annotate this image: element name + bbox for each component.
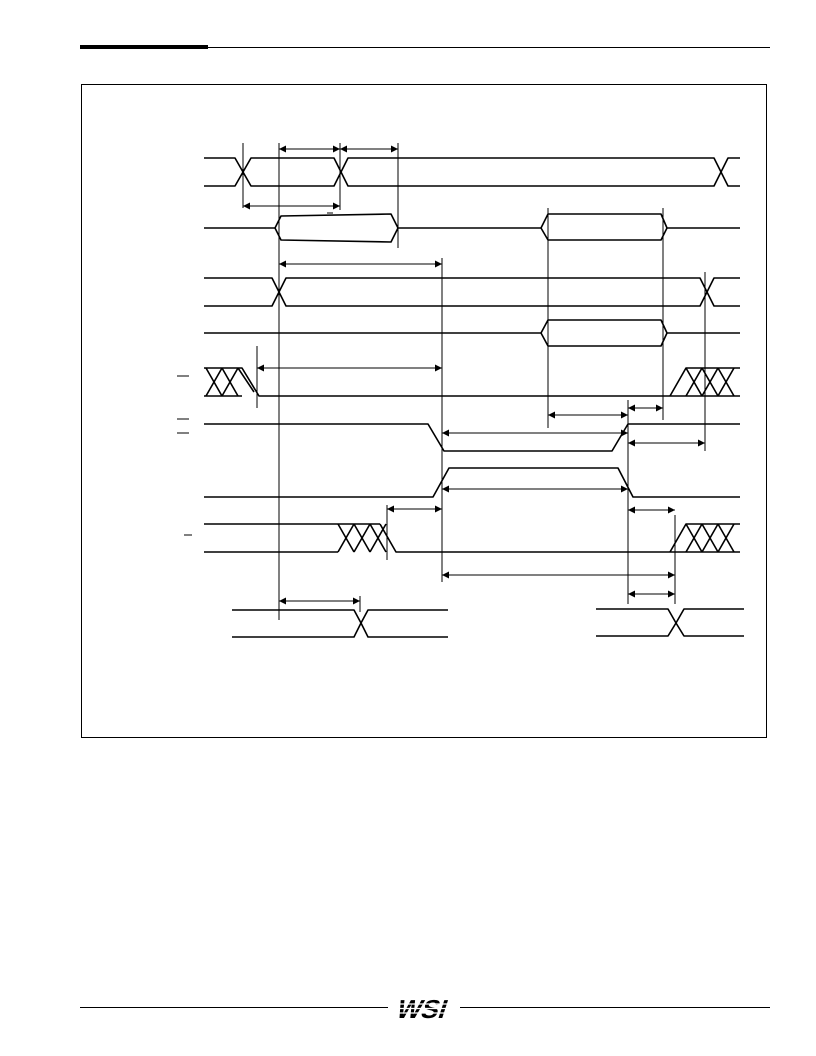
signal-trace-output-right xyxy=(596,608,744,637)
signal-trace-strobe-high xyxy=(204,467,740,498)
signal-trace-output-left xyxy=(232,609,448,638)
signal-trace-valid-window xyxy=(204,319,740,347)
timing-diagram xyxy=(177,157,744,638)
signal-trace-bus-b xyxy=(204,277,740,307)
footer: WSI xyxy=(80,995,770,1024)
timing-reference-lines xyxy=(242,143,706,620)
signal-trace-data-window xyxy=(204,213,740,243)
timing-arrows xyxy=(243,145,705,605)
active-low-marks xyxy=(177,212,333,536)
timing-diagram-frame xyxy=(81,84,767,738)
signal-trace-address xyxy=(204,157,740,187)
wsi-logo-text: WSI xyxy=(393,995,452,1024)
signal-trace-strobe-low xyxy=(204,423,740,452)
signal-trace-dont-care-b xyxy=(204,523,740,553)
signal-trace-dont-care-a xyxy=(204,367,740,397)
header-rule xyxy=(80,45,770,49)
wsi-logo-icon: WSI xyxy=(390,995,458,1024)
